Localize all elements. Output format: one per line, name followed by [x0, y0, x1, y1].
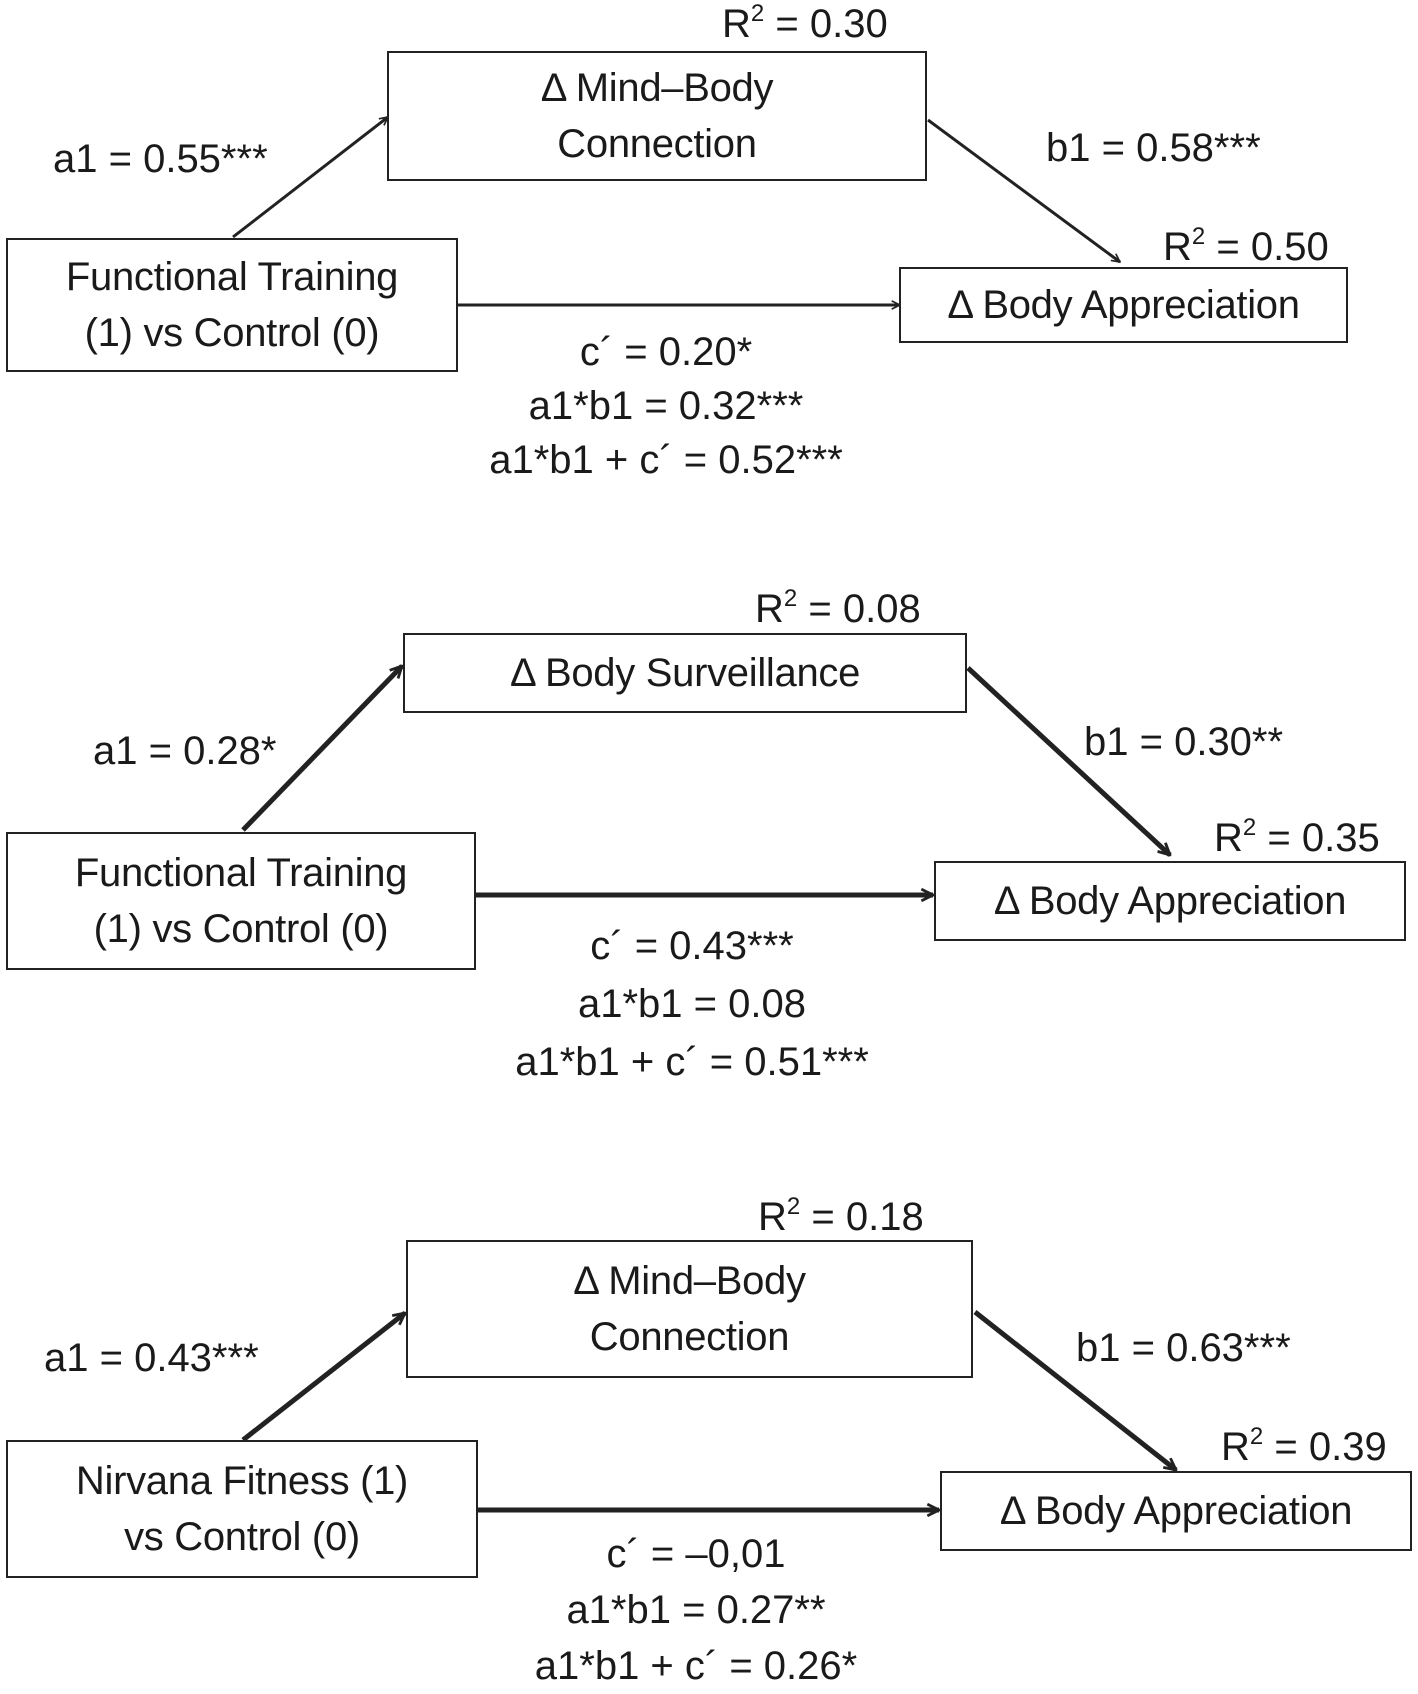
c-prime-label: c´ = 0.43*** [590, 924, 794, 968]
mediator-box: Δ Body Surveillance [403, 633, 967, 713]
c-prime-label: c´ = 0.20* [579, 330, 753, 374]
mediator-r-squared: R2 = 0.18 [758, 1193, 924, 1240]
mediator-r-squared: R2 = 0.30 [722, 0, 888, 47]
indirect-effect-label: a1*b1 = 0.08 [578, 982, 806, 1026]
a-path-arrow [241, 1311, 405, 1442]
predictor-box: Functional Training (1) vs Control (0) [6, 832, 476, 970]
predictor-line-2: (1) vs Control (0) [84, 311, 380, 355]
outcome-box: Δ Body Appreciation [940, 1471, 1412, 1551]
predictor-line-1: Nirvana Fitness (1) [75, 1459, 409, 1503]
mediator-r-squared: R2 = 0.08 [755, 585, 921, 632]
c-prime-label: c´ = –0,01 [606, 1532, 786, 1576]
indirect-effect-label: a1*b1 = 0.27** [566, 1588, 826, 1632]
total-effect-label: a1*b1 + c´ = 0.51*** [515, 1040, 869, 1084]
total-effect-label: a1*b1 + c´ = 0.26* [534, 1644, 858, 1688]
outcome-label: Δ Body Appreciation [999, 1489, 1353, 1533]
a-path-label: a1 = 0.43*** [44, 1336, 259, 1380]
a-path-label: a1 = 0.28* [93, 729, 277, 773]
mediator-box: Δ Mind–Body Connection [406, 1240, 973, 1378]
predictor-box: Functional Training (1) vs Control (0) [6, 238, 458, 372]
b-path-label: b1 = 0.30** [1084, 720, 1284, 764]
outcome-r-squared: R2 = 0.39 [1221, 1423, 1387, 1470]
predictor-line-1: Functional Training [74, 851, 408, 895]
mediator-line-2: Connection [557, 122, 757, 166]
indirect-effect-label: a1*b1 = 0.32*** [528, 384, 804, 428]
b-path-label: b1 = 0.63*** [1076, 1326, 1291, 1370]
outcome-box: Δ Body Appreciation [899, 267, 1348, 343]
outcome-label: Δ Body Appreciation [993, 879, 1347, 923]
mediator-line-2: Connection [589, 1315, 790, 1359]
total-effect-label: a1*b1 + c´ = 0.52*** [489, 438, 843, 482]
b-path-label: b1 = 0.58*** [1046, 126, 1261, 170]
outcome-label: Δ Body Appreciation [947, 283, 1300, 327]
outcome-box: Δ Body Appreciation [934, 861, 1406, 941]
mediator-line-1: Δ Mind–Body [573, 1259, 806, 1303]
predictor-line-2: (1) vs Control (0) [93, 907, 389, 951]
mediator-box: Δ Mind–Body Connection [387, 51, 927, 181]
mediator-line-1: Δ Mind–Body [540, 66, 774, 110]
predictor-line-1: Functional Training [65, 255, 399, 299]
predictor-line-2: vs Control (0) [124, 1515, 360, 1559]
a-path-label: a1 = 0.55*** [53, 137, 268, 181]
mediator-line-1: Δ Body Surveillance [509, 651, 861, 695]
outcome-r-squared: R2 = 0.50 [1163, 223, 1329, 270]
outcome-r-squared: R2 = 0.35 [1214, 814, 1380, 861]
predictor-box: Nirvana Fitness (1) vs Control (0) [6, 1440, 478, 1578]
